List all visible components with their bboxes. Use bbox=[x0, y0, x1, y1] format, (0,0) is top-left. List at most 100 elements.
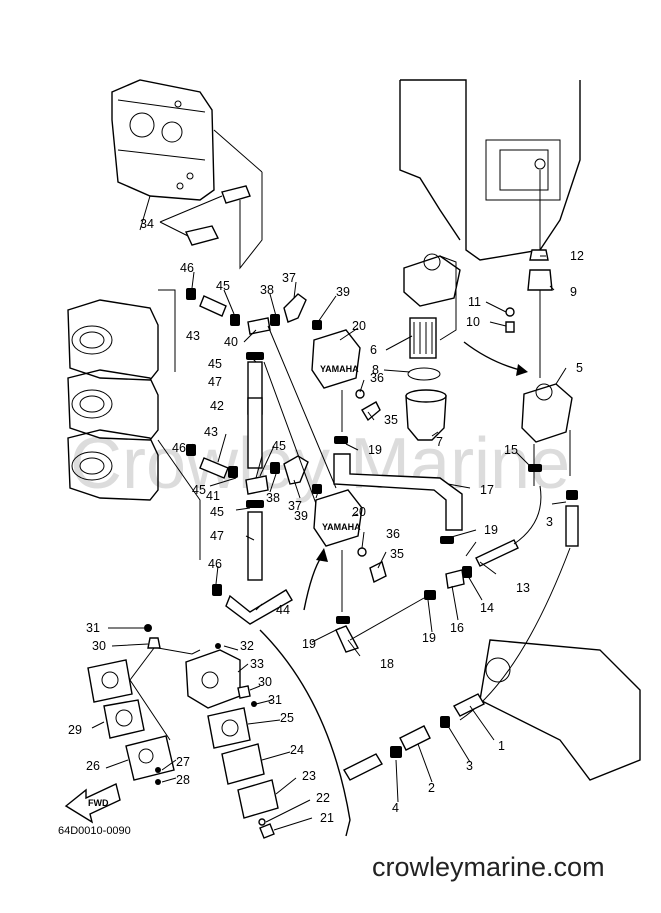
nut-12 bbox=[529, 249, 549, 261]
washer-11 bbox=[505, 307, 515, 317]
callout-19: 19 bbox=[302, 637, 316, 651]
callout-47: 47 bbox=[210, 529, 224, 543]
screw-21 bbox=[259, 823, 275, 839]
callout-4: 4 bbox=[392, 801, 399, 815]
diaphragm-25 bbox=[207, 707, 251, 749]
joint-16 bbox=[445, 569, 465, 589]
drawing-code: 64D0010-0090 bbox=[58, 825, 131, 837]
callout-3: 3 bbox=[466, 759, 473, 773]
callout-12: 12 bbox=[570, 249, 584, 263]
callout-19: 19 bbox=[422, 631, 436, 645]
callout-39: 39 bbox=[336, 285, 350, 299]
valve-plate-26 bbox=[125, 735, 175, 781]
fitting-2 bbox=[399, 725, 431, 751]
callout-16: 16 bbox=[450, 621, 464, 635]
callout-43: 43 bbox=[186, 329, 200, 343]
pump-body-33 bbox=[185, 649, 241, 709]
callout-25: 25 bbox=[280, 711, 294, 725]
callout-45: 45 bbox=[208, 357, 222, 371]
callout-10: 10 bbox=[466, 315, 480, 329]
intake-manifold-top bbox=[111, 79, 263, 231]
hose-43-upper bbox=[199, 295, 227, 317]
gasket-34-lower bbox=[185, 225, 220, 246]
callout-27: 27 bbox=[176, 755, 190, 769]
callout-26: 26 bbox=[86, 759, 100, 773]
gasket-34-upper bbox=[221, 185, 251, 204]
gasket-29 bbox=[103, 699, 145, 739]
callout-33: 33 bbox=[250, 657, 264, 671]
callout-leaders bbox=[91, 255, 567, 831]
callout-2: 2 bbox=[428, 781, 435, 795]
hose-18 bbox=[335, 597, 425, 653]
callout-32: 32 bbox=[240, 639, 254, 653]
hose-47-lower bbox=[247, 511, 263, 581]
callout-31: 31 bbox=[268, 693, 282, 707]
joint-41 bbox=[245, 475, 269, 495]
callout-46: 46 bbox=[180, 261, 194, 275]
callout-8: 8 bbox=[372, 363, 379, 377]
hose-43-lower bbox=[199, 457, 229, 479]
carburetor-stack bbox=[67, 289, 201, 560]
callout-44: 44 bbox=[276, 603, 290, 617]
callout-45: 45 bbox=[216, 279, 230, 293]
callout-30: 30 bbox=[92, 639, 106, 653]
fitting-1 bbox=[453, 693, 485, 717]
callout-45: 45 bbox=[272, 439, 286, 453]
long-leader-lines bbox=[263, 325, 337, 521]
hose-4 bbox=[343, 753, 383, 781]
callout-1: 1 bbox=[498, 739, 505, 753]
callout-46: 46 bbox=[172, 441, 186, 455]
elbow-hose-37-upper bbox=[283, 293, 307, 323]
arrow-filter bbox=[463, 341, 521, 371]
callout-45: 45 bbox=[210, 505, 224, 519]
lower-bracket bbox=[479, 639, 641, 781]
svg-text:FWD: FWD bbox=[88, 798, 109, 808]
cap-30-upper bbox=[147, 637, 161, 649]
callout-34: 34 bbox=[140, 217, 154, 231]
callout-3: 3 bbox=[546, 515, 553, 529]
callout-38: 38 bbox=[260, 283, 274, 297]
callout-19: 19 bbox=[368, 443, 382, 457]
filter-element-6 bbox=[409, 317, 437, 359]
washer-36-lower bbox=[357, 547, 367, 557]
bolt-10 bbox=[505, 321, 515, 333]
break-line-top bbox=[239, 172, 263, 270]
callout-41: 41 bbox=[206, 489, 220, 503]
callout-19: 19 bbox=[484, 523, 498, 537]
filter-cup-7 bbox=[405, 389, 447, 441]
bolt-35-upper bbox=[361, 401, 381, 422]
callout-7: 7 bbox=[436, 435, 443, 449]
callout-29: 29 bbox=[68, 723, 82, 737]
bracket-filter bbox=[439, 255, 457, 341]
bracket-9 bbox=[527, 269, 553, 291]
joint-40 bbox=[247, 317, 271, 335]
leader-34 bbox=[159, 195, 223, 237]
callout-36: 36 bbox=[386, 527, 400, 541]
callout-14: 14 bbox=[480, 601, 494, 615]
washer-36-upper bbox=[355, 389, 365, 399]
bracket-curve-lower bbox=[259, 629, 351, 837]
cover-23 bbox=[237, 779, 279, 819]
callout-37: 37 bbox=[288, 499, 302, 513]
callout-40: 40 bbox=[224, 335, 238, 349]
callout-5: 5 bbox=[576, 361, 583, 375]
callout-13: 13 bbox=[516, 581, 530, 595]
hose-13 bbox=[475, 485, 542, 567]
callout-labels: 1 2 3 3 4 5 6 7 8 9 10 11 12 13 14 15 16… bbox=[68, 217, 584, 825]
arrow-to-pump bbox=[303, 555, 323, 611]
plate-upper bbox=[87, 659, 133, 703]
callout-11: 11 bbox=[468, 295, 481, 309]
callout-23: 23 bbox=[302, 769, 316, 783]
filter-5-outlets bbox=[533, 430, 571, 486]
callout-22: 22 bbox=[316, 791, 330, 805]
cap-30-lower bbox=[237, 685, 251, 699]
callout-31: 31 bbox=[86, 621, 100, 635]
callout-6: 6 bbox=[370, 343, 377, 357]
callout-36: 36 bbox=[370, 371, 384, 385]
callout-35: 35 bbox=[384, 413, 398, 427]
website-footer: crowleymarine.com bbox=[372, 852, 605, 882]
callout-17: 17 bbox=[480, 483, 494, 497]
washer-22 bbox=[258, 818, 266, 826]
callout-24: 24 bbox=[290, 743, 304, 757]
hose-clamps bbox=[186, 288, 578, 758]
